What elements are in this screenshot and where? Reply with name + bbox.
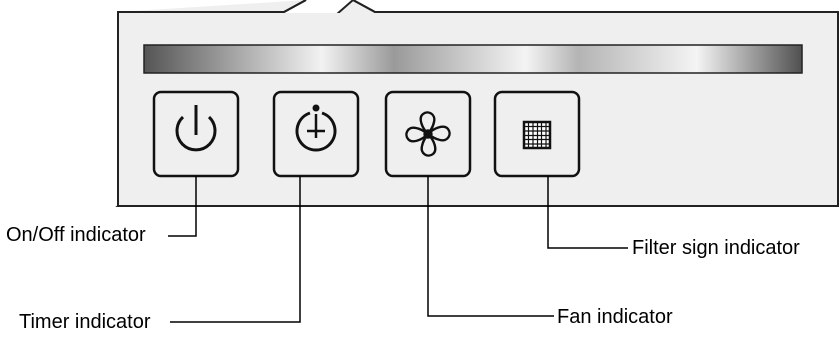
fan-leader-line <box>427 176 554 317</box>
on-off-indicator-label: On/Off indicator <box>6 224 146 246</box>
filter-leader-line <box>547 176 628 249</box>
fan-indicator <box>384 90 472 178</box>
display-bar <box>143 44 803 74</box>
timer-leader-line <box>170 176 301 323</box>
filter-indicator <box>493 90 581 178</box>
fan-indicator-label: Fan indicator <box>557 306 673 328</box>
power-icon <box>175 105 217 152</box>
filter-indicator-label: Filter sign indicator <box>632 237 800 259</box>
timer-indicator-label: Timer indicator <box>19 311 151 333</box>
on-off-indicator <box>152 90 240 178</box>
timer-icon <box>295 104 337 152</box>
timer-indicator <box>272 90 360 178</box>
filter-grid-icon <box>522 120 552 150</box>
on-off-leader-line <box>168 176 197 237</box>
fan-icon <box>405 111 451 157</box>
